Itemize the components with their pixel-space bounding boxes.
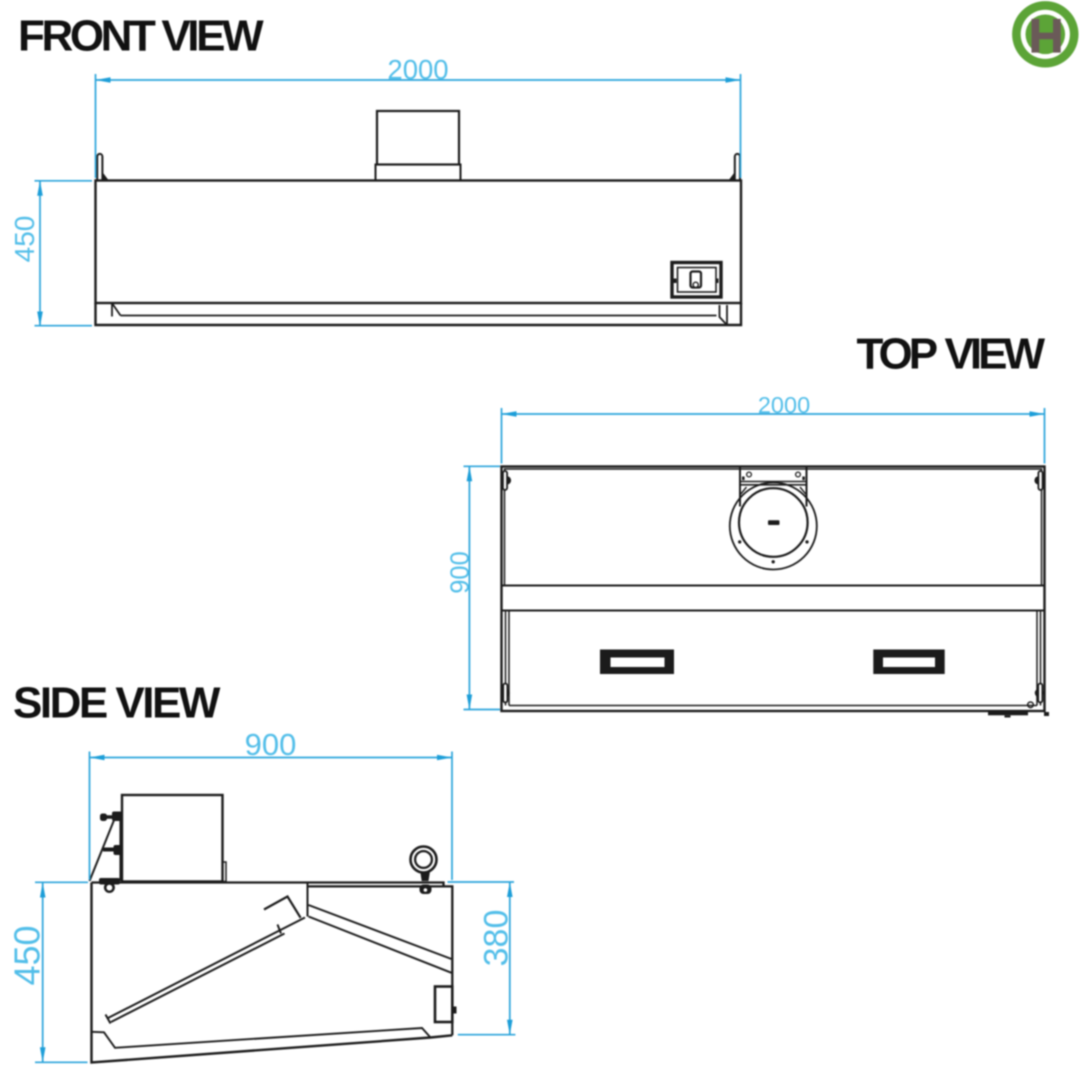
svg-text:450: 450: [7, 925, 48, 985]
svg-text:SIDE VIEW: SIDE VIEW: [13, 679, 221, 728]
svg-text:2000: 2000: [387, 54, 448, 85]
svg-text:900: 900: [245, 727, 297, 762]
svg-text:380: 380: [478, 910, 516, 967]
svg-text:450: 450: [9, 216, 40, 263]
svg-text:FRONT VIEW: FRONT VIEW: [18, 12, 264, 61]
svg-text:TOP VIEW: TOP VIEW: [856, 330, 1045, 379]
svg-text:2000: 2000: [758, 392, 810, 418]
svg-text:900: 900: [447, 551, 475, 594]
